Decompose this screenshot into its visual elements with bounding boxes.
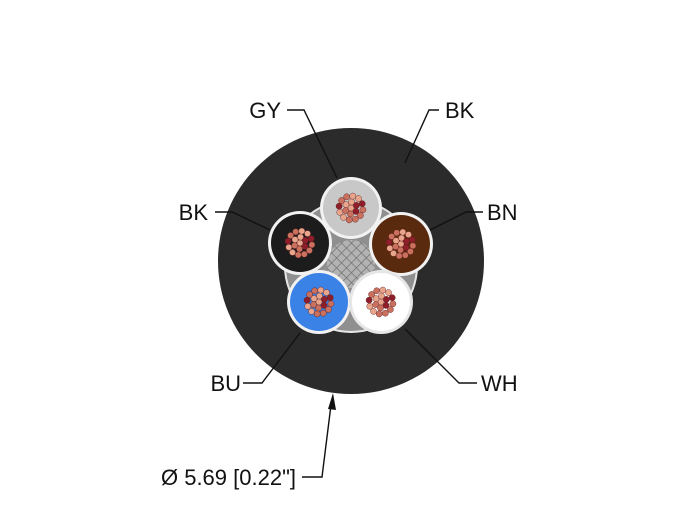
- copper-strand: [407, 248, 414, 255]
- copper-strand: [304, 302, 312, 310]
- copper-strand: [351, 215, 359, 223]
- copper-strand: [387, 306, 394, 313]
- copper-strand: [392, 237, 400, 244]
- copper-strand: [294, 251, 302, 259]
- label-bn: BN: [487, 200, 518, 225]
- copper-strand: [310, 301, 317, 308]
- copper-strand: [311, 287, 319, 295]
- conductor-bu: [287, 270, 351, 334]
- copper-strand: [304, 230, 311, 237]
- copper-strand: [386, 244, 394, 252]
- copper-strand: [319, 309, 327, 317]
- copper-strand: [349, 192, 357, 200]
- conductor-gy: [320, 177, 382, 239]
- copper-strand: [345, 216, 353, 224]
- conductor-bn: [369, 212, 433, 276]
- copper-strand: [409, 242, 417, 250]
- copper-strand: [357, 212, 364, 219]
- diameter-arrowhead: [328, 393, 336, 410]
- copper-strand: [325, 306, 332, 313]
- label-bk-jacket: BK: [445, 98, 475, 123]
- copper-strand: [338, 197, 345, 204]
- copper-strand: [285, 243, 293, 251]
- copper-strand: [326, 294, 334, 302]
- copper-strand: [381, 309, 389, 317]
- leader-line-gy: [287, 109, 338, 179]
- leader-line-bu: [243, 332, 301, 384]
- conductor-bk: [268, 211, 332, 275]
- copper-strand: [393, 229, 401, 237]
- copper-strand: [385, 238, 393, 246]
- copper-strand: [306, 247, 313, 254]
- copper-strand: [310, 295, 318, 302]
- copper-strand: [342, 201, 350, 208]
- copper-strand: [308, 308, 315, 315]
- label-gy: GY: [249, 98, 281, 123]
- conductor-wh: [349, 270, 413, 334]
- copper-strand: [368, 291, 375, 298]
- copper-strand: [359, 206, 367, 214]
- copper-strand: [385, 289, 392, 296]
- copper-strand: [370, 308, 377, 315]
- copper-strand: [323, 289, 330, 296]
- copper-strand: [390, 250, 397, 257]
- copper-strand: [291, 236, 299, 243]
- copper-strand: [365, 296, 373, 304]
- leader-line-bn: [429, 211, 483, 231]
- copper-strand: [389, 300, 397, 308]
- copper-strand: [336, 208, 344, 216]
- copper-strand: [340, 214, 347, 221]
- copper-strand: [307, 235, 315, 242]
- label-wh: WH: [481, 371, 518, 396]
- copper-strand: [313, 310, 321, 318]
- label-bu: BU: [210, 371, 241, 396]
- copper-strand: [366, 302, 374, 310]
- copper-strand: [289, 249, 296, 256]
- copper-strand: [373, 287, 381, 295]
- copper-strand: [287, 232, 294, 239]
- copper-strand: [353, 202, 360, 209]
- copper-strand: [355, 195, 362, 202]
- copper-strand: [403, 238, 410, 245]
- copper-strand: [291, 242, 298, 249]
- copper-strand: [327, 300, 335, 308]
- copper-strand: [303, 296, 311, 304]
- copper-strand: [379, 286, 387, 294]
- copper-strand: [306, 291, 313, 298]
- copper-strand: [372, 301, 379, 308]
- copper-strand: [392, 243, 399, 250]
- leader-line-wh: [404, 328, 477, 384]
- copper-strand: [321, 296, 328, 303]
- copper-strand: [358, 200, 366, 207]
- copper-strand: [308, 241, 316, 249]
- copper-strand: [388, 294, 396, 302]
- copper-strand: [395, 252, 403, 260]
- leader-line-bk-jacket: [404, 109, 439, 164]
- label-diameter: Ø 5.69 [0.22"]: [161, 465, 296, 490]
- copper-strand: [342, 207, 349, 214]
- copper-strand: [405, 231, 412, 238]
- label-bk-conductor: BK: [179, 200, 209, 225]
- copper-strand: [408, 236, 416, 243]
- copper-strand: [343, 193, 351, 201]
- copper-strand: [372, 295, 380, 302]
- copper-strand: [401, 251, 409, 259]
- copper-strand: [335, 202, 343, 210]
- copper-strand: [399, 228, 407, 236]
- copper-strand: [383, 296, 390, 303]
- copper-strand: [375, 310, 383, 318]
- leader-line-bk-conductor: [215, 211, 271, 231]
- copper-strand: [302, 237, 309, 244]
- copper-strand: [284, 237, 292, 245]
- leader-line-diameter: [302, 404, 332, 478]
- copper-strand: [292, 228, 300, 236]
- copper-strand: [298, 227, 306, 235]
- copper-strand: [317, 286, 325, 294]
- copper-strand: [300, 250, 308, 258]
- copper-strand: [388, 233, 395, 240]
